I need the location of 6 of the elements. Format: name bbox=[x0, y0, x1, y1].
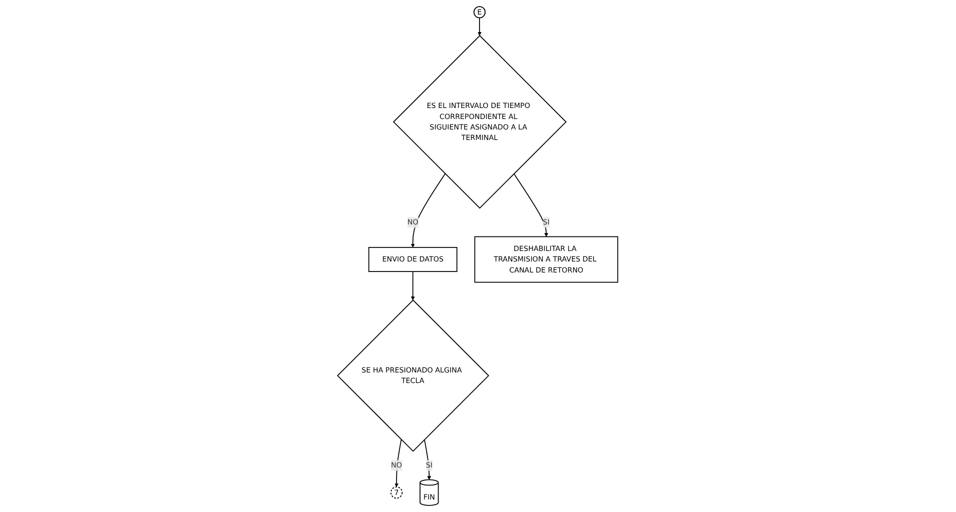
arrow bbox=[514, 173, 549, 237]
arrow bbox=[478, 17, 482, 36]
arrow bbox=[424, 439, 432, 480]
arrow bbox=[394, 439, 402, 488]
arrow bbox=[411, 173, 446, 248]
arrow bbox=[411, 271, 416, 300]
